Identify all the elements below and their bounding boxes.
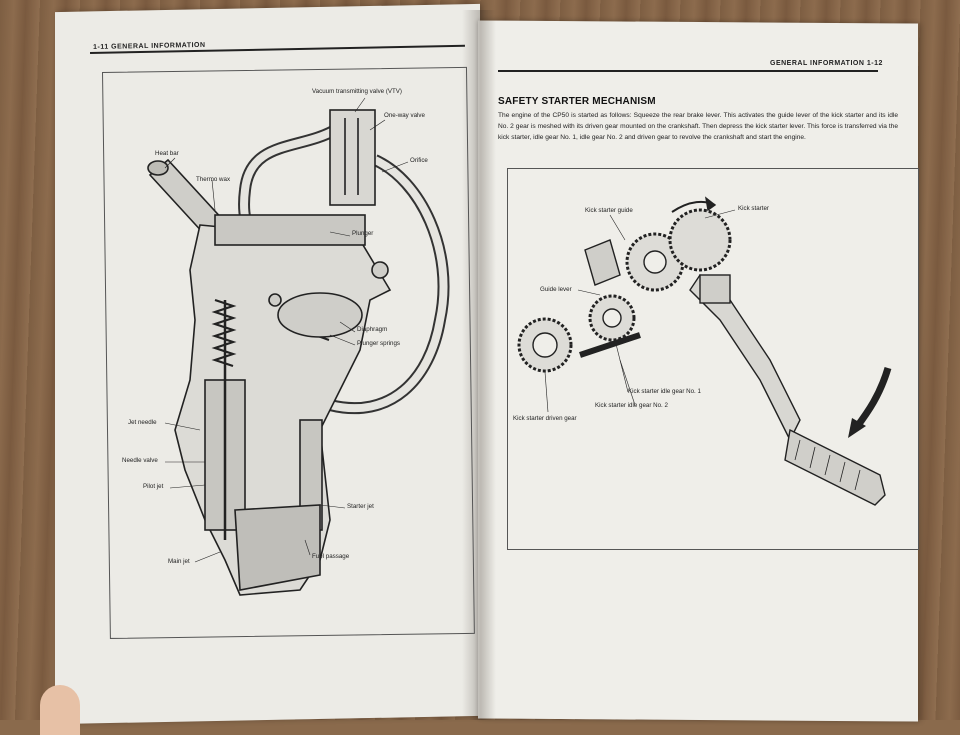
label-idle-gear-2: Kick starter idle gear No. 2 — [595, 402, 668, 409]
section-body: The engine of the CP50 is started as fol… — [498, 112, 898, 141]
label-one-way-valve: One-way valve — [384, 112, 425, 119]
label-kick-starter: Kick starter — [738, 205, 769, 212]
section-title: SAFETY STARTER MECHANISM — [498, 96, 656, 107]
label-guide-lever: Guide lever — [540, 286, 572, 293]
label-vtv: Vacuum transmitting valve (VTV) — [312, 88, 402, 95]
label-plunger-springs: Plunger springs — [357, 340, 400, 347]
label-orifice: Orifice — [410, 157, 428, 164]
right-page-header: GENERAL INFORMATION 1-12 — [770, 60, 883, 67]
label-pilot-jet: Pilot jet — [143, 483, 164, 490]
thumb — [40, 685, 80, 735]
label-kick-starter-guide: Kick starter guide — [585, 207, 633, 214]
right-header-rule — [498, 70, 878, 72]
label-diaphragm: Diaphragm — [357, 326, 388, 333]
book-gutter — [462, 10, 496, 720]
label-needle-valve: Needle valve — [122, 457, 158, 464]
label-driven-gear: Kick starter driven gear — [513, 415, 577, 422]
label-thermo-wax: Thermo wax — [196, 176, 231, 183]
label-idle-gear-1: Kick starter idle gear No. 1 — [628, 388, 701, 395]
label-plunger: Plunger — [352, 230, 374, 237]
label-starter-jet: Starter jet — [347, 503, 374, 510]
carburetor-illustration — [147, 97, 450, 596]
kick-starter-illustration — [517, 196, 892, 506]
label-fuel-passage: Fuel passage — [312, 553, 350, 560]
label-heat-bar: Heat bar — [155, 150, 179, 157]
label-jet-needle: Jet needle — [128, 419, 157, 426]
kick-starter-figure-frame — [507, 168, 919, 550]
label-main-jet: Main jet — [168, 558, 190, 565]
